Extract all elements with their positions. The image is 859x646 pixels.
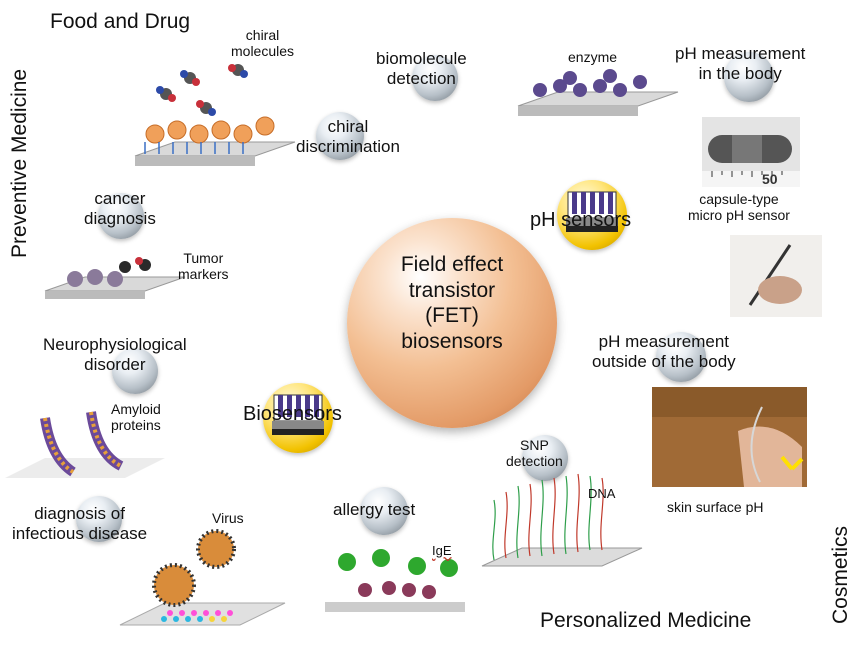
label-ph-in-body: pH measurement in the body xyxy=(675,44,805,83)
label-line: Tumor xyxy=(178,250,229,266)
capsule-photo xyxy=(702,117,800,187)
label-line: Amyloid xyxy=(111,401,161,417)
label-line: chiral xyxy=(231,27,294,43)
label-line: chiral xyxy=(296,117,400,137)
enzyme-illustration xyxy=(518,68,678,130)
category-preventive-medicine: Preventive Medicine xyxy=(8,69,32,258)
label-chiral-molecules: chiral molecules xyxy=(231,27,294,59)
label-infectious-disease: diagnosis of infectious disease xyxy=(12,504,147,543)
label-biosensors: Biosensors xyxy=(243,403,342,426)
label-ige: IgE xyxy=(432,544,452,559)
skin-measurement-photo xyxy=(652,387,807,487)
label-tumor-markers: Tumor markers xyxy=(178,250,229,282)
label-line: proteins xyxy=(111,417,161,433)
label-snp-detection: SNP detection xyxy=(506,437,563,469)
chiral-molecules-illustration xyxy=(150,60,260,120)
label-neurophysiological: Neurophysiological disorder xyxy=(43,335,187,374)
label-line: in the body xyxy=(675,64,805,84)
label-cancer-diagnosis: cancer diagnosis xyxy=(84,189,156,228)
center-line-2: transistor xyxy=(347,278,557,304)
category-cosmetics: Cosmetics xyxy=(829,526,853,624)
label-dna: DNA xyxy=(588,487,615,502)
label-allergy-test: allergy test xyxy=(333,500,415,520)
label-line: pH measurement xyxy=(675,44,805,64)
label-line: disorder xyxy=(43,355,187,375)
label-line: molecules xyxy=(231,43,294,59)
label-line: outside of the body xyxy=(592,352,736,372)
label-line: detection xyxy=(376,69,467,89)
center-line-4: biosensors xyxy=(347,329,557,355)
handheld-sensor-photo xyxy=(730,235,822,317)
label-line: markers xyxy=(178,266,229,282)
label-ph-sensors: pH sensors xyxy=(530,209,631,232)
tumor-marker-illustration xyxy=(45,255,185,311)
label-line: biomolecule xyxy=(376,49,467,69)
label-line: cancer xyxy=(84,189,156,209)
label-skin-surface-ph: skin surface pH xyxy=(667,499,763,515)
ruler-label: 50 xyxy=(762,171,778,187)
label-enzyme: enzyme xyxy=(568,49,617,65)
label-ph-outside-body: pH measurement outside of the body xyxy=(592,332,736,371)
label-line: Neurophysiological xyxy=(43,335,187,355)
label-line: capsule-type xyxy=(688,191,790,207)
label-line: micro pH sensor xyxy=(688,207,790,223)
label-line: detection xyxy=(506,453,563,469)
category-food-and-drug: Food and Drug xyxy=(50,10,190,34)
label-line: infectious disease xyxy=(12,524,147,544)
label-line: diagnosis of xyxy=(12,504,147,524)
center-title: Field effect transistor (FET) biosensors xyxy=(347,252,557,354)
label-biomolecule-detection: biomolecule detection xyxy=(376,49,467,88)
center-line-1: Field effect xyxy=(347,252,557,278)
dna-illustration xyxy=(482,470,642,580)
label-line: discrimination xyxy=(296,137,400,157)
category-personalized-medicine: Personalized Medicine xyxy=(540,609,751,633)
chiral-substrate-illustration xyxy=(135,112,295,178)
label-line: diagnosis xyxy=(84,209,156,229)
label-line: pH measurement xyxy=(592,332,736,352)
label-amyloid-proteins: Amyloid proteins xyxy=(111,401,161,433)
label-line: SNP xyxy=(506,437,563,453)
label-virus: Virus xyxy=(212,510,244,526)
center-line-3: (FET) xyxy=(347,303,557,329)
label-capsule-sensor: capsule-type micro pH sensor xyxy=(688,191,790,223)
label-chiral-discrimination: chiral discrimination xyxy=(296,117,400,156)
